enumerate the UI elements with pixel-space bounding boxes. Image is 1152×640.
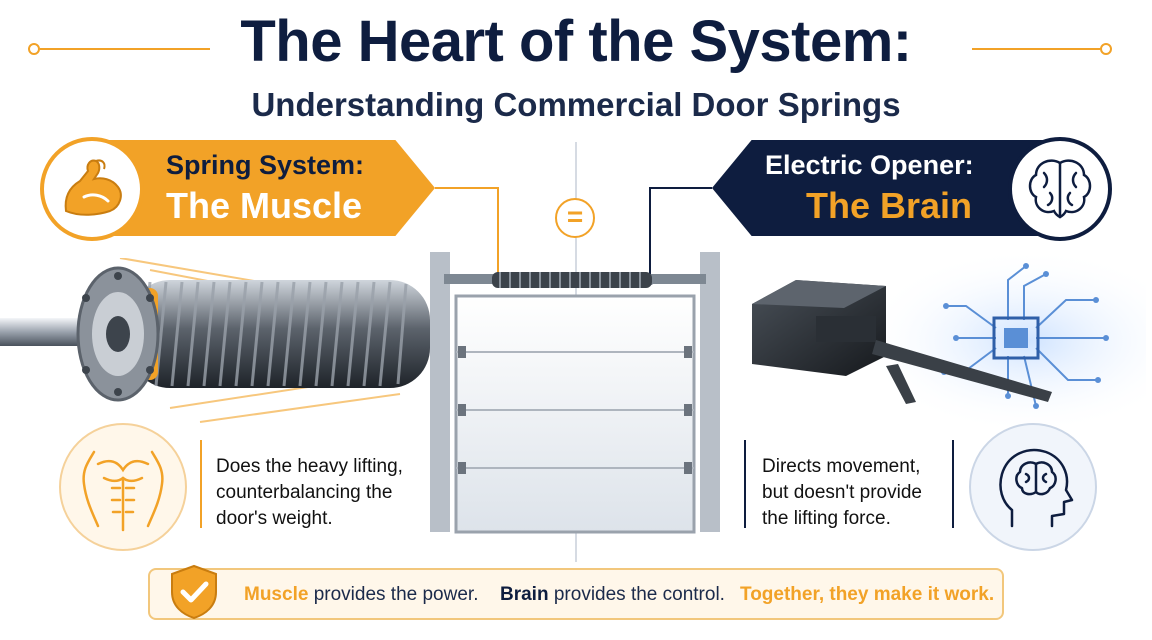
opener-label-line1: Electric Opener: — [765, 150, 974, 180]
commercial-door-illustration — [430, 252, 720, 534]
title-right-dot — [1100, 43, 1112, 55]
flexed-arm-icon — [64, 159, 122, 216]
opener-label-line2: The Brain — [806, 185, 973, 226]
brain-icon — [1028, 159, 1092, 219]
shield-check-icon — [171, 564, 217, 620]
title-right-rule — [972, 48, 1100, 50]
muscle-icon-circle — [40, 137, 144, 241]
torsion-spring-illustration — [0, 258, 430, 423]
summary-together: Together, they make it work. — [740, 584, 995, 605]
torso-icon — [59, 423, 187, 551]
page-title: The Heart of the System: — [240, 9, 912, 74]
spring-description-line: Does the heavy lifting, — [216, 456, 403, 477]
electric-opener-illustration — [752, 256, 1146, 426]
summary-bar — [148, 568, 1004, 620]
spring-label-line1: Spring System: — [166, 150, 365, 180]
opener-description-line: but doesn't provide — [762, 482, 922, 503]
summary-brain-rest: provides the control. — [553, 584, 725, 605]
right-description-divider-b — [952, 440, 954, 528]
head-brain-icon — [969, 423, 1097, 551]
summary-muscle-rest: provides the power. — [313, 584, 479, 605]
summary-muscle: Muscle provides the power. — [244, 584, 478, 606]
opener-description-line: the lifting force. — [762, 508, 891, 529]
left-description-divider — [200, 440, 202, 528]
summary-brain-word: Brain — [500, 584, 549, 605]
opener-description-line: Directs movement, — [762, 456, 921, 477]
spring-description-line: door's weight. — [216, 508, 333, 529]
summary-brain: Brain provides the control. — [500, 584, 725, 606]
summary-muscle-word: Muscle — [244, 584, 309, 605]
equals-symbol: = — [555, 198, 595, 238]
right-description-divider-a — [744, 440, 746, 528]
page-subtitle: Understanding Commercial Door Springs — [251, 86, 901, 123]
spring-label-line2: The Muscle — [166, 185, 363, 226]
spring-description-line: counterbalancing the — [216, 482, 393, 503]
title-left-dot — [28, 43, 40, 55]
spring-description: Does the heavy lifting, counterbalancing… — [216, 454, 403, 532]
brain-icon-circle — [1008, 137, 1112, 241]
opener-description: Directs movement, but doesn't provide th… — [762, 454, 922, 532]
title-left-rule — [40, 48, 210, 50]
